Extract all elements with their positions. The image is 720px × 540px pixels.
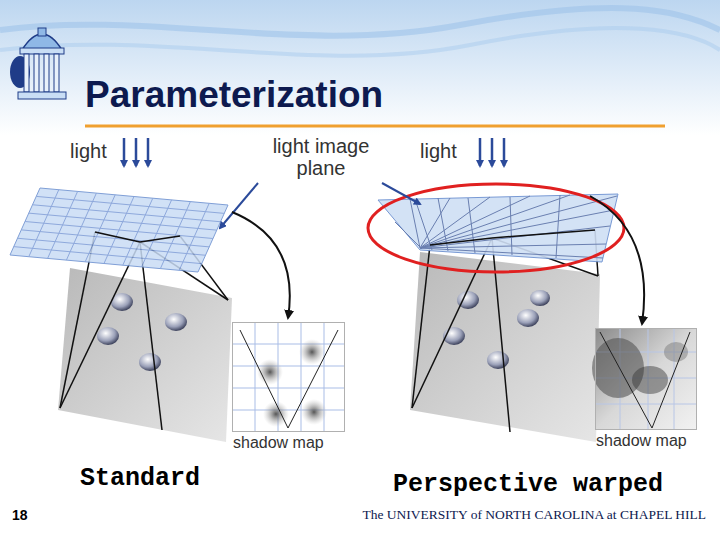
dome-logo — [10, 28, 66, 99]
method-label: Standard — [80, 464, 200, 493]
slide-title: Parameterization — [85, 74, 383, 116]
light-label: light — [420, 140, 457, 163]
node-label: shadow map — [596, 432, 687, 450]
footer-text: The UNIVERSITY of NORTH CAROLINA at CHAP… — [290, 507, 706, 523]
node-label: shadow map — [233, 434, 324, 452]
shadow-map-box: shadow map — [232, 322, 345, 432]
slide-number: 18 — [12, 507, 28, 523]
plane-label: light image plane — [262, 135, 380, 179]
method-label: Perspective warped — [393, 470, 663, 499]
light-label: light — [70, 140, 107, 163]
shadow-map-box: shadow map — [595, 328, 697, 430]
